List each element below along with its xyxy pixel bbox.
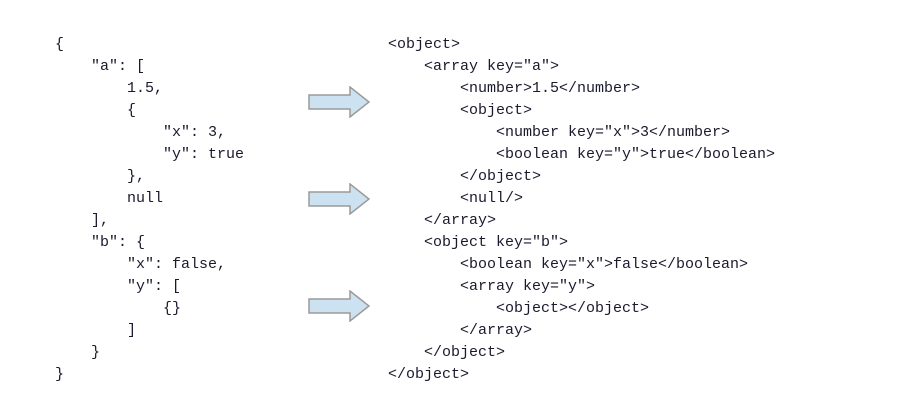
xml-line: </array>	[388, 212, 497, 229]
json-line: ]	[55, 322, 137, 339]
xml-line: <boolean key="y">true</boolean>	[388, 146, 776, 163]
xml-line: <object></object>	[388, 300, 650, 317]
xml-line: <null/>	[388, 190, 524, 207]
xml-line: <boolean key="x">false</boolean>	[388, 256, 749, 273]
json-line: "b": {	[55, 234, 146, 251]
json-line: "a": [	[55, 58, 146, 75]
json-line: {	[55, 36, 65, 53]
xml-output-column: <object> <array key="a"> <number>1.5</nu…	[388, 34, 775, 386]
json-line: "y": [	[55, 278, 182, 295]
right-arrow-icon	[308, 183, 370, 215]
xml-line: <number>1.5</number>	[388, 80, 641, 97]
json-source-column: { "a": [ 1.5, { "x": 3, "y": true }, nul…	[55, 34, 244, 386]
json-line: "x": 3,	[55, 124, 227, 141]
xml-line: <array key="a">	[388, 58, 560, 75]
xml-line: <number key="x">3</number>	[388, 124, 731, 141]
json-line: 1.5,	[55, 80, 164, 97]
json-line: "x": false,	[55, 256, 227, 273]
json-line: ],	[55, 212, 110, 229]
json-line: {}	[55, 300, 182, 317]
xml-line: </array>	[388, 322, 533, 339]
json-line: {	[55, 102, 137, 119]
json-line: "y": true	[55, 146, 245, 163]
xml-line: </object>	[388, 344, 506, 361]
json-line: }	[55, 366, 65, 383]
json-line: }	[55, 344, 101, 361]
xml-line: <object>	[388, 36, 461, 53]
json-line: null	[55, 190, 164, 207]
xml-line: <array key="y">	[388, 278, 596, 295]
right-arrow-icon	[308, 86, 370, 118]
xml-line: </object>	[388, 168, 542, 185]
xml-line: </object>	[388, 366, 470, 383]
xml-line: <object key="b">	[388, 234, 569, 251]
json-line: },	[55, 168, 146, 185]
right-arrow-icon	[308, 290, 370, 322]
xml-line: <object>	[388, 102, 533, 119]
